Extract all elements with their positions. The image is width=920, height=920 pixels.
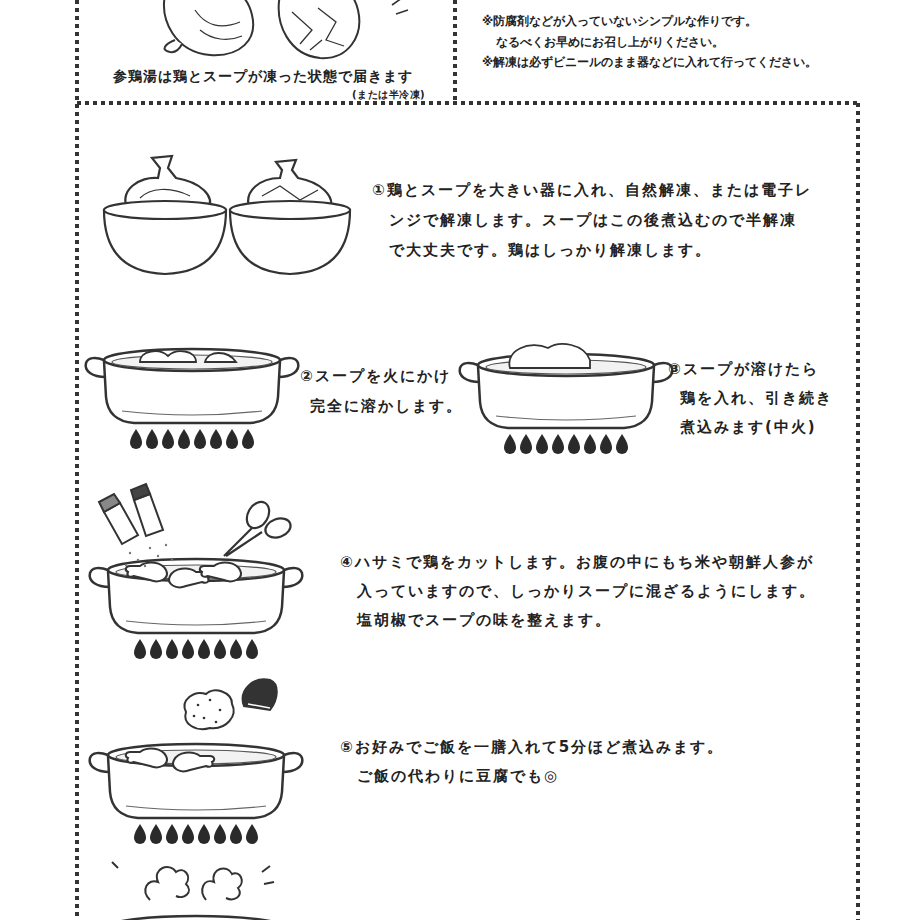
delivery-caption: 参鶏湯は鶏とスープが凍った状態で届きます bbox=[113, 66, 413, 86]
flame bbox=[194, 429, 206, 449]
storage-note: ※防腐剤などが入っていないシンプルな作りです。 なるべくお早めにお召し上がりくだ… bbox=[482, 11, 768, 53]
flame bbox=[246, 824, 258, 844]
flame bbox=[214, 639, 226, 659]
steam bbox=[112, 862, 274, 900]
flame bbox=[182, 639, 194, 659]
flame bbox=[150, 639, 162, 659]
thawing-bowls bbox=[104, 156, 350, 274]
flame bbox=[568, 434, 580, 454]
delivery-note: (または半冷凍) bbox=[352, 88, 425, 102]
flame bbox=[616, 434, 628, 454]
flame bbox=[150, 824, 162, 844]
step-text: ⑤お好みでご飯を一膳入れて5分ほど煮込みます。ご飯の代わりに豆腐でも◎ bbox=[340, 733, 738, 791]
rice-bowl bbox=[185, 679, 277, 729]
flame bbox=[536, 434, 548, 454]
flame bbox=[198, 824, 210, 844]
seasoning-shakers bbox=[99, 484, 173, 567]
flame bbox=[178, 429, 190, 449]
step-text: ①鶏とスープを大きい器に入れ、自然解凍、または電子レンジで解凍します。スープはこ… bbox=[372, 175, 812, 265]
step-text: ②スープを火にかけ完全に溶かします。 bbox=[300, 361, 465, 421]
flame bbox=[146, 429, 158, 449]
flame bbox=[504, 434, 516, 454]
dotted-frame bbox=[77, 0, 860, 920]
flame bbox=[198, 639, 210, 659]
flame bbox=[166, 824, 178, 844]
flame bbox=[134, 824, 146, 844]
flame bbox=[210, 429, 222, 449]
flame bbox=[226, 429, 238, 449]
flame bbox=[520, 434, 532, 454]
flame bbox=[162, 429, 174, 449]
flame bbox=[130, 429, 142, 449]
flame bbox=[214, 824, 226, 844]
step-text: ④ハサミで鶏をカットします。お腹の中にもち米や朝鮮人参が入っていますので、しっか… bbox=[340, 548, 818, 635]
flame bbox=[552, 434, 564, 454]
flame bbox=[584, 434, 596, 454]
flame bbox=[134, 639, 146, 659]
step-text: ③スープが溶けたら鶏を入れ、引き続き煮込みます(中火) bbox=[668, 355, 835, 442]
scissors bbox=[224, 498, 293, 556]
delivery-box: 参鶏湯は鶏とスープが凍った状態で届きます (または半冷凍) bbox=[77, 0, 455, 103]
flame bbox=[166, 639, 178, 659]
frozen-items bbox=[164, 0, 408, 58]
flame bbox=[230, 639, 242, 659]
flame bbox=[182, 824, 194, 844]
flame bbox=[230, 824, 242, 844]
flame bbox=[600, 434, 612, 454]
notes-box: ※防腐剤などが入っていないシンプルな作りです。 なるべくお早めにお召し上がりくだ… bbox=[455, 0, 858, 103]
pot bbox=[86, 349, 673, 920]
steps-box: ①鶏とスープを大きい器に入れ、自然解凍、または電子レンジで解凍します。スープはこ… bbox=[77, 103, 858, 920]
thawing-note: ※解凍は必ずビニールのまま器などに入れて行ってください。 bbox=[482, 53, 817, 71]
flame bbox=[242, 429, 254, 449]
flame bbox=[246, 639, 258, 659]
